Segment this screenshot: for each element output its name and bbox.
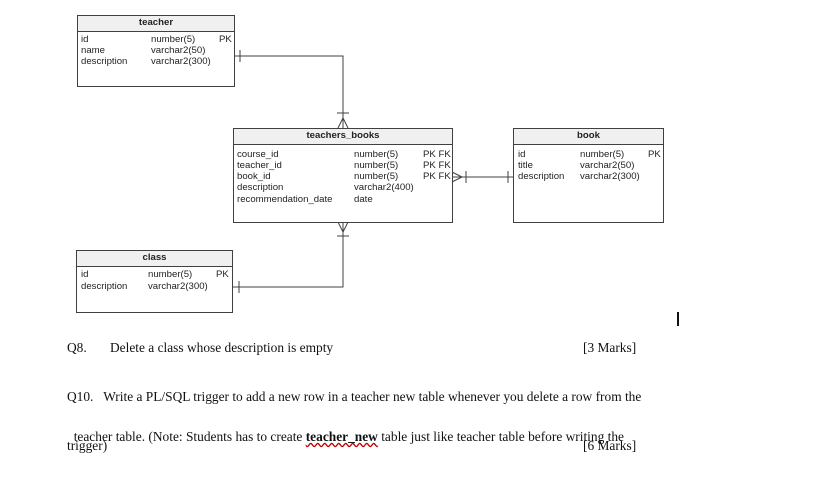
q8-number: Q8.	[67, 340, 87, 355]
text-cursor	[677, 312, 679, 326]
entity-title: class	[77, 251, 232, 267]
attribute-type: number(5)	[354, 149, 399, 160]
attribute-row: title varchar2(50)	[514, 160, 663, 172]
attribute-type: varchar2(50)	[580, 160, 635, 171]
attribute-name: teacher_id	[237, 160, 282, 171]
attribute-name: title	[518, 160, 533, 171]
attribute-key: PK FK	[423, 149, 451, 160]
attribute-name: name	[81, 45, 105, 56]
crowfoot-bottom	[337, 221, 349, 237]
attribute-type: varchar2(50)	[151, 45, 206, 56]
entity-title: teachers_books	[234, 129, 452, 145]
attribute-type: number(5)	[148, 269, 193, 280]
attribute-name: description	[81, 281, 128, 292]
attribute-name: id	[81, 269, 89, 280]
q10-line-1: Q10. Write a PL/SQL trigger to add a new…	[67, 389, 642, 404]
attribute-row: description varchar2(300)	[77, 281, 232, 293]
teacher-new-term: teacher_new	[305, 429, 378, 444]
attribute-type: number(5)	[354, 171, 399, 182]
attribute-name: id	[518, 149, 526, 160]
attribute-key: PK	[648, 149, 661, 160]
attribute-row: teacher_id number(5) PK FK	[234, 160, 452, 172]
attribute-row: book_id number(5) PK FK	[234, 171, 452, 183]
q10-line-2: teacher table. (Note: Students has to cr…	[67, 413, 624, 445]
attribute-row: recommendation_date date	[234, 194, 452, 206]
attribute-type: varchar2(300)	[580, 171, 640, 182]
q10-marks: [6 Marks]	[583, 438, 637, 453]
attribute-row: description varchar2(300)	[78, 56, 234, 68]
entity-class[interactable]: class id number(5) PK description varcha…	[76, 250, 233, 313]
attribute-type: number(5)	[354, 160, 399, 171]
attribute-row: description varchar2(300)	[514, 171, 663, 183]
q8-marks: [3 Marks]	[583, 340, 637, 355]
entity-teacher[interactable]: teacher id number(5) PK name varchar2(50…	[77, 15, 235, 87]
attribute-row: description varchar2(400)	[234, 182, 452, 194]
attribute-type: date	[354, 194, 373, 205]
attribute-name: book_id	[237, 171, 271, 182]
connector-class-teachers-books	[232, 222, 344, 288]
attribute-row: course_id number(5) PK FK	[234, 149, 452, 161]
attribute-key: PK FK	[423, 160, 451, 171]
attribute-name: description	[81, 56, 128, 67]
entity-book[interactable]: book id number(5) PK title varchar2(50) …	[513, 128, 664, 223]
q10-line-3: trigger)	[67, 438, 108, 453]
attribute-name: recommendation_date	[237, 194, 333, 205]
attribute-key: PK FK	[423, 171, 451, 182]
attribute-key: PK	[216, 269, 229, 280]
attribute-row: id number(5) PK	[78, 34, 234, 46]
q8-text: Delete a class whose description is empt…	[110, 340, 334, 355]
q10-line-2-start: teacher table. (Note: Students has to cr…	[73, 429, 306, 444]
attribute-type: varchar2(300)	[148, 281, 208, 292]
crowfoot-right	[451, 171, 467, 183]
attribute-key: PK	[219, 34, 232, 45]
attribute-row: id number(5) PK	[77, 269, 232, 281]
attribute-type: varchar2(300)	[151, 56, 211, 67]
entity-title: teacher	[78, 16, 234, 32]
attribute-name: id	[81, 34, 89, 45]
attribute-type: number(5)	[151, 34, 196, 45]
crowfoot-top	[337, 110, 349, 129]
entity-teachers-books[interactable]: teachers_books course_id number(5) PK FK…	[233, 128, 453, 223]
attribute-row: name varchar2(50)	[78, 45, 234, 57]
q10-line-2-end: table just like teacher table before wri…	[377, 429, 624, 444]
attribute-type: number(5)	[580, 149, 625, 160]
attribute-name: description	[518, 171, 565, 182]
entity-title: book	[514, 129, 663, 145]
attribute-name: description	[237, 182, 284, 193]
attribute-name: course_id	[237, 149, 279, 160]
attribute-row: id number(5) PK	[514, 149, 663, 161]
attribute-type: varchar2(400)	[354, 182, 414, 193]
connector-teacher-teachers-books	[234, 55, 344, 128]
